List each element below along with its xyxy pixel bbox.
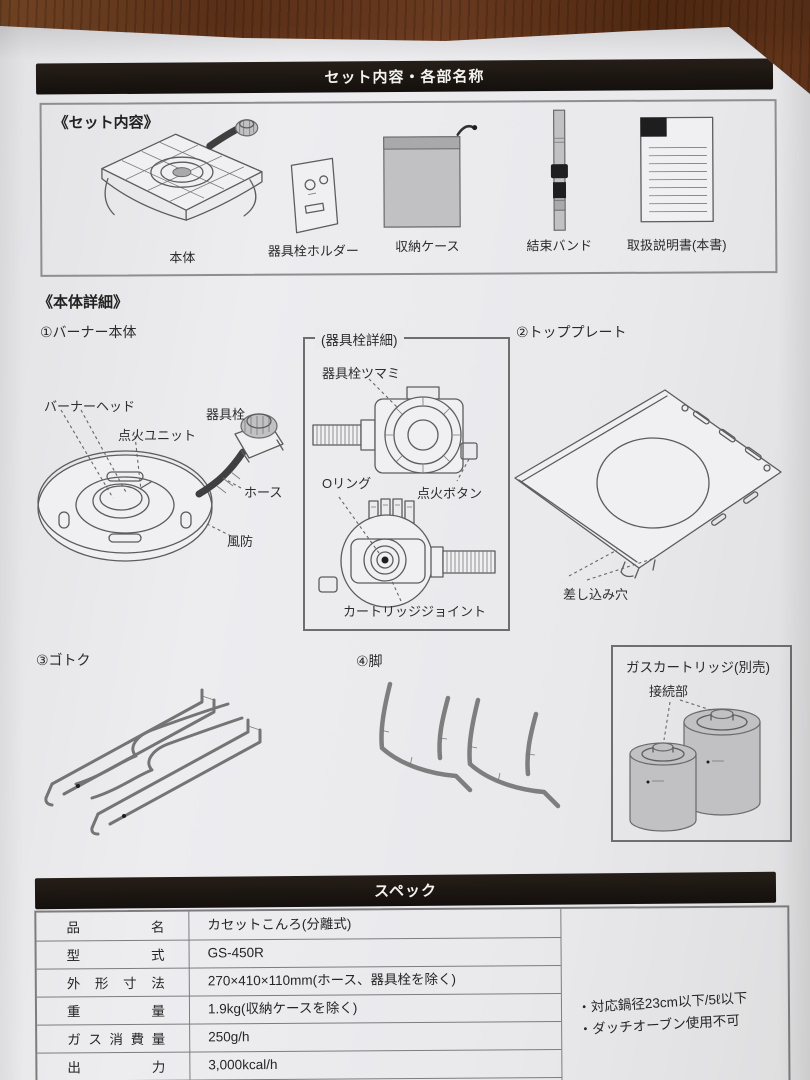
top-plate-figure [514, 389, 782, 581]
label-ignition-unit: 点火ユニット [118, 428, 197, 443]
spec-notes-cell: ・対応鍋径23cm以下/5ℓ以下 ・ダッチオーブン使用不可 [560, 907, 789, 1080]
spec-label-text: 外形寸法 [66, 975, 165, 992]
gas-cartridge-title: ガスカートリッジ(別売) [626, 660, 770, 675]
set-item-label: 結束バンド [526, 238, 593, 254]
label-valve-knob: 器具栓ツマミ [322, 366, 401, 381]
set-item-label: 取扱説明書(本書) [626, 237, 727, 253]
spec-value: 3,000kcal/h [208, 1056, 278, 1073]
spec-label: ガス消費量 [37, 1023, 191, 1053]
label-o-ring: Oリング [322, 476, 372, 491]
label-hose: ホース [244, 485, 283, 500]
set-item-band: 結束バンド [504, 108, 615, 255]
section-header-spec-title: スペック [373, 882, 438, 901]
manual-figure [639, 116, 714, 223]
spec-value: GS-450R [207, 945, 264, 961]
spec-value: カセットこんろ(分離式) [207, 916, 352, 933]
top-plate-title: ②トッププレート [516, 324, 627, 340]
valve-holder-figure [290, 157, 339, 234]
gotoku-title: ③ゴトク [36, 652, 91, 668]
set-item-storage-case: 収納ケース [372, 121, 483, 256]
set-item-label: 収納ケース [395, 238, 460, 255]
legs-figure [379, 681, 561, 809]
spec-label: 出力 [37, 1051, 191, 1080]
valve-detail-box: (器具栓詳細) 器具栓ツマミ Oリング 点火ボタン [303, 329, 510, 631]
body-detail-heading: 《本体詳細》 [38, 294, 129, 311]
label-connector: 接続部 [649, 684, 689, 699]
spec-label-text: 品名 [66, 919, 165, 936]
spec-label: 重量 [36, 995, 191, 1025]
cartridge-figure [629, 699, 761, 832]
section-header-set-contents: セット内容・各部名称 [35, 58, 774, 95]
set-item-manual: 取扱説明書(本書) [614, 109, 740, 254]
burner-body-figure [37, 409, 284, 562]
section-header-spec: スペック [34, 871, 777, 910]
section-header-set-contents-title: セット内容・各部名称 [324, 68, 485, 87]
spec-label-text: 型式 [66, 947, 165, 964]
spec-label-text: 出力 [67, 1059, 166, 1076]
valve-detail-title: (器具栓詳細) [315, 329, 404, 349]
spec-label-text: ガス消費量 [67, 1031, 166, 1048]
storage-case-figure [383, 124, 478, 228]
spec-value: 1.9kg(収納ケースを除く) [207, 1000, 358, 1017]
gas-cartridge-box: ガスカートリッジ(別売) 接続部 [611, 645, 792, 842]
legs-title: ④脚 [356, 653, 383, 669]
set-item-valve-holder: 器具栓ホルダー [258, 155, 369, 260]
label-windshield: 風防 [227, 534, 254, 549]
set-item-body: 本体 [92, 118, 273, 267]
spec-label: 品名 [36, 911, 190, 941]
valve-top-figure [312, 378, 478, 482]
band-figure [550, 109, 568, 231]
set-contents-box: 《セット内容》 [39, 99, 778, 277]
label-cartridge-joint: カートリッジジョイント [343, 604, 487, 619]
spec-value: 270×410×110mm(ホース、器具栓を除く) [207, 971, 456, 989]
gotoku-figure [44, 688, 262, 836]
spec-row: 出力 3,000kcal/h [37, 1048, 562, 1080]
spec-value: 250g/h [208, 1029, 250, 1045]
label-ignition-button: 点火ボタン [417, 486, 483, 501]
set-item-label: 本体 [169, 250, 196, 266]
label-insertion-hole: 差し込み穴 [563, 587, 629, 602]
valve-bottom-figure [318, 496, 496, 608]
spec-label: 型式 [36, 939, 190, 969]
label-burner-head: バーナーヘッド [44, 399, 136, 414]
label-valve: 器具栓 [206, 407, 246, 422]
burner-body-title: ①バーナー本体 [40, 324, 137, 340]
spec-table: 品名 カセットこんろ(分離式) 型式 GS-450R 外形寸法 270×410×… [34, 905, 791, 1080]
spec-label-text: 重量 [66, 1003, 166, 1020]
spec-label: 外形寸法 [36, 967, 190, 997]
set-item-label: 器具栓ホルダー [267, 243, 359, 259]
stove-figure [101, 119, 263, 221]
